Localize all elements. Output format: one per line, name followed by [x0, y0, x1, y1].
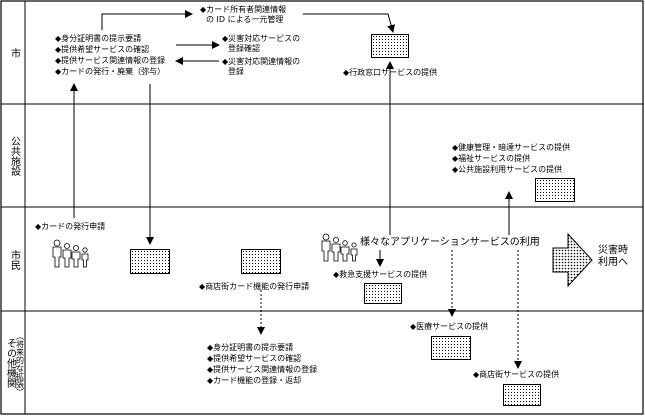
- public-service-3: ◆公共施設利用サービスの提供: [452, 165, 563, 174]
- other-list-item-1: ◆身分証明書の提示要請: [207, 343, 294, 352]
- lane-label-citizen: 市民: [8, 249, 20, 270]
- city-list-item-3: ◆提供サービス関連情報の登録: [55, 56, 166, 65]
- emergency-service-label: ◆救急支援サービスの提供: [333, 270, 428, 279]
- apps-banner: 様々なアプリケーションサービスの利用: [360, 237, 540, 248]
- other-list-item-3: ◆提供サービス関連情報の登録: [207, 365, 318, 374]
- citizen-family-icon: [52, 239, 89, 268]
- public-terminal-box: [535, 178, 575, 202]
- city-list-item-2: ◆提供希望サービスの確認: [55, 45, 150, 54]
- shop-service-label: ◆商店街サービスの提供: [473, 370, 560, 379]
- public-service-2: ◆福祉サービスの提供: [452, 154, 531, 163]
- arrow-to-id-management: [101, 10, 193, 30]
- medical-terminal-box: [431, 336, 471, 360]
- disaster-use-line1: 災害時: [598, 245, 628, 256]
- disaster-registration-line2: 登録: [228, 67, 244, 76]
- lane-label-public-facilities: 公共施設: [8, 136, 20, 176]
- disaster-use-line2: 利用へ: [598, 257, 628, 268]
- city-list-item-1: ◆身分証明書の提示要請: [55, 34, 142, 43]
- lane-label-city: 市: [8, 48, 20, 58]
- lane-label-other-orgs: その他機関: [4, 338, 16, 388]
- citizen-card-box: [130, 249, 170, 274]
- emergency-terminal-box: [364, 283, 402, 304]
- disaster-registration-line1: ◆災害対応関連情報の: [222, 57, 301, 66]
- shop-apply-label: ◆商店街カード機能の発行申請: [199, 282, 310, 291]
- citizen-group-icon: [321, 233, 358, 262]
- id-management-note-line1: ◆カード所有者関連情報: [200, 5, 287, 14]
- public-service-1: ◆健康管理・暗達サービスの提供: [452, 143, 571, 152]
- lane-label-other-orgs-note: （将来的な拡張）: [15, 332, 25, 396]
- admin-service-label: ◆行政窓口サービスの提供: [343, 68, 438, 77]
- disaster-confirm-line2: 登録確認: [228, 44, 260, 53]
- disaster-confirm-line1: ◆災害対応サービスの: [222, 34, 301, 43]
- arrow-to-admin-terminal: [303, 13, 395, 33]
- shop-card-box: [241, 249, 281, 274]
- city-list-item-4: ◆カードの発行・廃棄（弥与）: [55, 67, 166, 76]
- card-apply-label: ◆カードの発行申請: [35, 222, 106, 231]
- admin-terminal-box: [371, 34, 409, 58]
- medical-service-label: ◆医療サービスの提供: [410, 322, 489, 331]
- shop-terminal-box: [503, 384, 541, 406]
- id-management-note-line2: の ID による一元管理: [206, 15, 284, 24]
- disaster-use-arrow: [552, 232, 593, 288]
- other-list-item-4: ◆カード機能の登録・返却: [207, 376, 302, 385]
- other-list-item-2: ◆提供希望サービスの確認: [207, 354, 302, 363]
